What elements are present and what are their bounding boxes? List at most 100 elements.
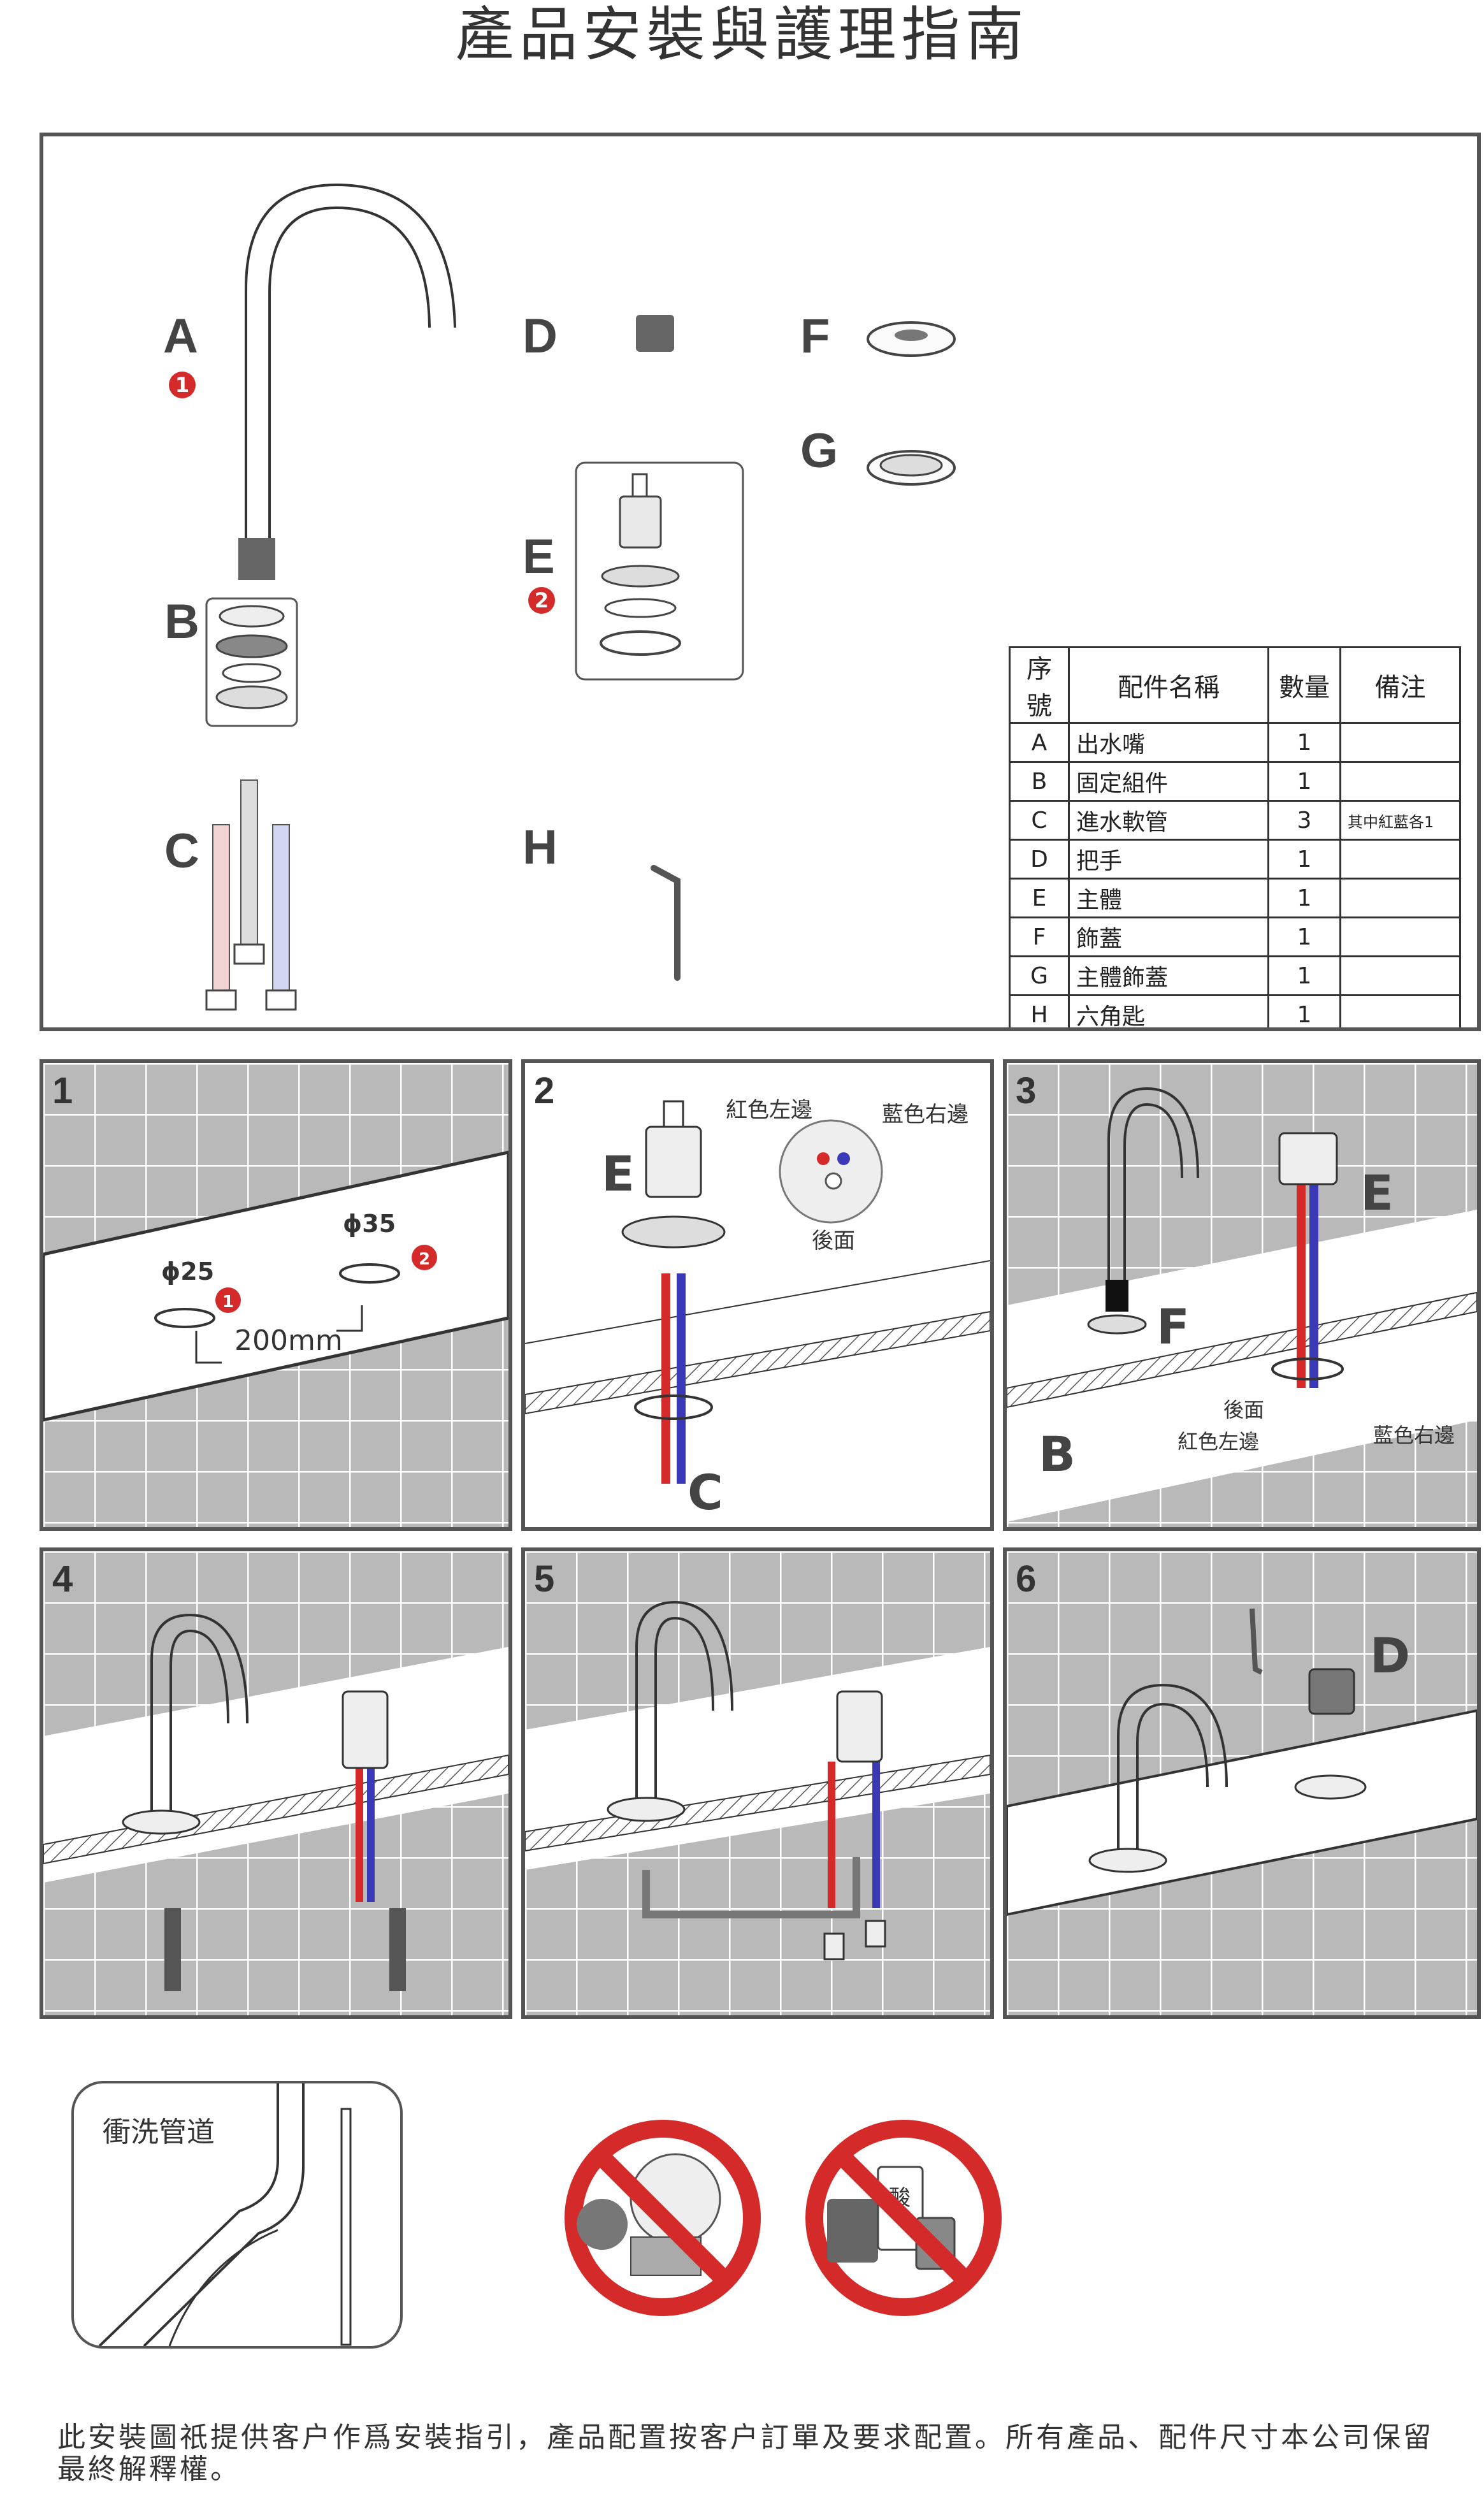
step-6-label-D: D [1370, 1627, 1410, 1684]
badge-two-text: 2 [535, 588, 549, 612]
diameter-25-text: ϕ25 [161, 1257, 214, 1286]
table-cell: E [1009, 878, 1070, 918]
table-cell: 1 [1267, 955, 1341, 996]
table-cell: B [1009, 761, 1070, 802]
table-header-cell: 數量 [1267, 646, 1341, 724]
flush-pipe-label: 衝洗管道 [103, 2116, 215, 2148]
badge-two-icon: 2 [528, 587, 555, 614]
hoses-C-drawing [205, 779, 297, 1011]
step-6-drawing: D [1007, 1551, 1477, 2015]
table-header-row: 序號 配件名稱 數量 備注 [1009, 646, 1461, 724]
step-2-number: 2 [534, 1070, 555, 1112]
table-cell: F [1009, 916, 1070, 957]
step-4-drawing [43, 1551, 508, 2015]
step-5-drawing [525, 1551, 990, 2015]
step-3-panel: E F B 後面 紅色左邊 藍色右邊 3 [1003, 1059, 1481, 1531]
step-3-label-E: E [1360, 1164, 1394, 1221]
step-5-panel: 5 [521, 1547, 994, 2019]
step-4-number: 4 [52, 1558, 73, 1600]
table-cell: 其中紅藍各1 [1339, 800, 1461, 841]
flush-pipe-drawing [98, 2083, 352, 2346]
step-4-panel: 4 [40, 1547, 512, 2019]
step-1-badge-two: 2 [419, 1250, 430, 1269]
table-cell: C [1009, 800, 1070, 841]
label-H: H [522, 820, 558, 874]
table-cell: 1 [1267, 839, 1341, 880]
table-cell: 六角匙 [1068, 994, 1269, 1027]
table-cell: 1 [1267, 722, 1341, 763]
table-cell: 主體 [1068, 878, 1269, 918]
step-2-panel: 紅色左邊 藍色右邊 後面 E C 2 [521, 1059, 994, 1531]
badge-one-icon: 1 [169, 372, 196, 398]
table-cell: 進水軟管 [1068, 800, 1269, 841]
step-5-number: 5 [534, 1558, 555, 1600]
step-3-label-F: F [1156, 1298, 1190, 1355]
no-abrasive-icon [565, 2120, 761, 2316]
table-header-cell: 配件名稱 [1068, 646, 1269, 724]
table-cell: 1 [1267, 878, 1341, 918]
diameter-35-text: ϕ35 [343, 1210, 396, 1238]
table-cell: D [1009, 839, 1070, 880]
step-3-number: 3 [1016, 1070, 1037, 1112]
label-D: D [522, 309, 558, 363]
table-cell: H [1009, 994, 1070, 1027]
table-cell: 1 [1267, 761, 1341, 802]
red-left-label: 紅色左邊 [726, 1097, 812, 1123]
hex-key-H-drawing [651, 865, 681, 981]
step-3-blue-right-label: 藍色右邊 [1373, 1423, 1455, 1447]
table-cell [1339, 761, 1461, 802]
label-F: F [800, 309, 830, 363]
table-header-cell: 備注 [1339, 646, 1461, 724]
table-cell: 1 [1267, 994, 1341, 1027]
label-A: A [163, 309, 198, 363]
table-cell [1339, 916, 1461, 957]
table-cell [1339, 839, 1461, 880]
table-cell: 固定組件 [1068, 761, 1269, 802]
step-1-number: 1 [52, 1070, 73, 1112]
step-3-red-left-label: 紅色左邊 [1178, 1430, 1259, 1454]
table-cell: 把手 [1068, 839, 1269, 880]
badge-one-text: 1 [175, 373, 189, 397]
table-cell: 3 [1267, 800, 1341, 841]
table-cell: 出水嘴 [1068, 722, 1269, 763]
table-cell: G [1009, 955, 1070, 996]
table-cell [1339, 994, 1461, 1027]
distance-text: 200mm [234, 1324, 343, 1357]
label-B: B [164, 595, 199, 649]
step-1-drawing: 1 2 ϕ25 ϕ35 200mm [43, 1063, 508, 1527]
table-header-cell: 序號 [1009, 646, 1070, 724]
step-1-panel: 1 2 ϕ25 ϕ35 200mm 1 [40, 1059, 512, 1531]
step-3-label-B: B [1039, 1426, 1076, 1482]
label-C: C [164, 824, 199, 878]
step-1-badge-one: 1 [222, 1293, 234, 1312]
table-cell: A [1009, 722, 1070, 763]
back-label: 後面 [812, 1228, 855, 1254]
table-cell: 飾蓋 [1068, 916, 1269, 957]
table-cell [1339, 722, 1461, 763]
label-G: G [800, 424, 839, 478]
handle-D-drawing [636, 315, 674, 352]
step-6-number: 6 [1016, 1558, 1037, 1600]
flush-pipe-panel: 衝洗管道 [71, 2081, 403, 2349]
step-2-drawing: 紅色左邊 藍色右邊 後面 E C [525, 1097, 990, 1521]
spout-A-drawing [245, 183, 456, 538]
table-cell: 主體飾蓋 [1068, 955, 1269, 996]
step-2-label-C: C [688, 1464, 723, 1521]
blue-right-label: 藍色右邊 [882, 1102, 969, 1127]
table-cell [1339, 955, 1461, 996]
table-cell: 1 [1267, 916, 1341, 957]
step-6-panel: D 6 [1003, 1547, 1481, 2019]
parts-illustrations [205, 183, 956, 1011]
label-E: E [522, 530, 555, 584]
step-3-back-label: 後面 [1223, 1398, 1264, 1422]
